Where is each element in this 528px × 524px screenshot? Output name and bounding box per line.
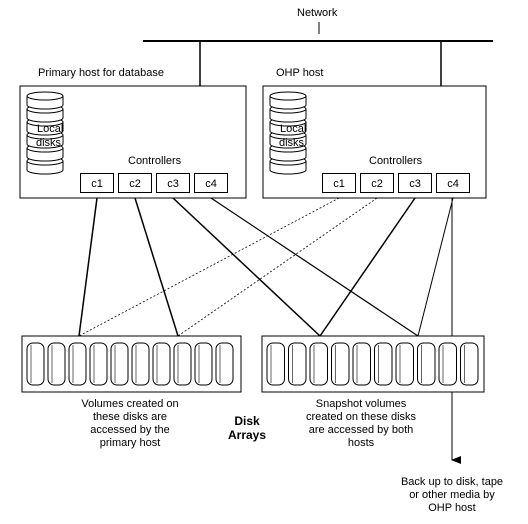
primary-local-disks-label-2: disks [36, 137, 62, 149]
ohp-host-title: OHP host [276, 67, 324, 79]
array-disk-icon [395, 342, 414, 386]
primary-c1-to-left-array [78, 197, 98, 337]
network-label: Network [297, 7, 338, 19]
primary-local-disks-label-1: Local [37, 123, 64, 135]
array-disk-icon [331, 342, 350, 386]
ohp-controller-c4[interactable]: c4 [436, 173, 470, 193]
left-array-caption-line-1: Volumes created on [81, 398, 179, 410]
array-disk-icon [47, 342, 66, 386]
primary-host-title: Primary host for database [38, 67, 164, 79]
ohp-controller-c3[interactable]: c3 [398, 173, 432, 193]
array-disk-icon [460, 342, 479, 386]
array-disk-icon [110, 342, 129, 386]
ohp-local-disks-label-1: Local [280, 123, 307, 135]
ohp-c4-to-right-array [417, 197, 454, 337]
primary-c3-to-right-array [172, 197, 321, 337]
right-array-caption-line-1: Snapshot volumes [315, 398, 407, 410]
backup-caption-line-3: OHP host [428, 502, 476, 514]
array-disk-icon [309, 342, 328, 386]
ohp-controllers-label: Controllers [369, 155, 423, 167]
backup-caption: Back up to disk, tape or other media by … [382, 476, 522, 515]
left-array-caption: Volumes created on these disks are acces… [60, 398, 200, 450]
ohp-local-disks-label-2: disks [279, 137, 305, 149]
array-disk-icon [266, 342, 285, 386]
left-array-caption-line-2: these disks are [93, 411, 167, 423]
primary-local-disks-icon [26, 91, 64, 175]
right-array-caption-line-4: hosts [347, 437, 375, 449]
left-array-disk-icons [26, 342, 234, 386]
ohp-local-disks-icon [269, 91, 307, 175]
disk-platter-top-icon [269, 91, 307, 101]
ohp-c3-to-right-array [319, 197, 416, 337]
primary-c4-to-right-array [210, 197, 419, 337]
array-disk-icon [68, 342, 87, 386]
array-disk-icon [288, 342, 307, 386]
right-array-caption-line-3: are accessed by both [308, 424, 414, 436]
array-disk-icon [26, 342, 45, 386]
primary-controllers-label: Controllers [128, 155, 182, 167]
connections [78, 197, 461, 464]
array-disk-icon [173, 342, 192, 386]
disk-platter-top-icon [26, 91, 64, 101]
left-array-caption-line-4: primary host [99, 437, 161, 449]
primary-controller-c2[interactable]: c2 [118, 173, 152, 193]
array-disk-icon [215, 342, 234, 386]
ohp-controller-c2[interactable]: c2 [360, 173, 394, 193]
primary-controller-c3[interactable]: c3 [156, 173, 190, 193]
primary-controller-c1[interactable]: c1 [80, 173, 114, 193]
right-array-caption-line-2: created on these disks [305, 411, 417, 423]
backup-caption-line-2: or other media by [409, 489, 495, 501]
ohp-c2-to-left-array [177, 197, 378, 337]
array-disk-icon [89, 342, 108, 386]
array-disk-icon [194, 342, 213, 386]
array-disk-icon [131, 342, 150, 386]
ohp-host-box [262, 85, 487, 199]
right-array-caption: Snapshot volumes created on these disks … [286, 398, 436, 450]
right-array-disk-icons [266, 342, 479, 386]
disk-arrays-label: Disk Arrays [212, 414, 282, 442]
backup-caption-line-1: Back up to disk, tape [400, 476, 504, 488]
array-disk-icon [374, 342, 393, 386]
primary-controller-c4[interactable]: c4 [194, 173, 228, 193]
ohp-controller-c1[interactable]: c1 [322, 173, 356, 193]
primary-c2-to-left-array [134, 197, 179, 337]
array-disk-icon [352, 342, 371, 386]
disk-arrays-label-line-2: Arrays [227, 428, 267, 442]
primary-host-box [19, 85, 247, 199]
array-disk-icon [417, 342, 436, 386]
ohp-c1-to-left-array [78, 197, 340, 337]
disk-arrays-label-line-1: Disk [234, 414, 260, 428]
array-disk-icon [438, 342, 457, 386]
left-array-caption-line-3: accessed by the [90, 424, 170, 436]
array-disk-icon [152, 342, 171, 386]
